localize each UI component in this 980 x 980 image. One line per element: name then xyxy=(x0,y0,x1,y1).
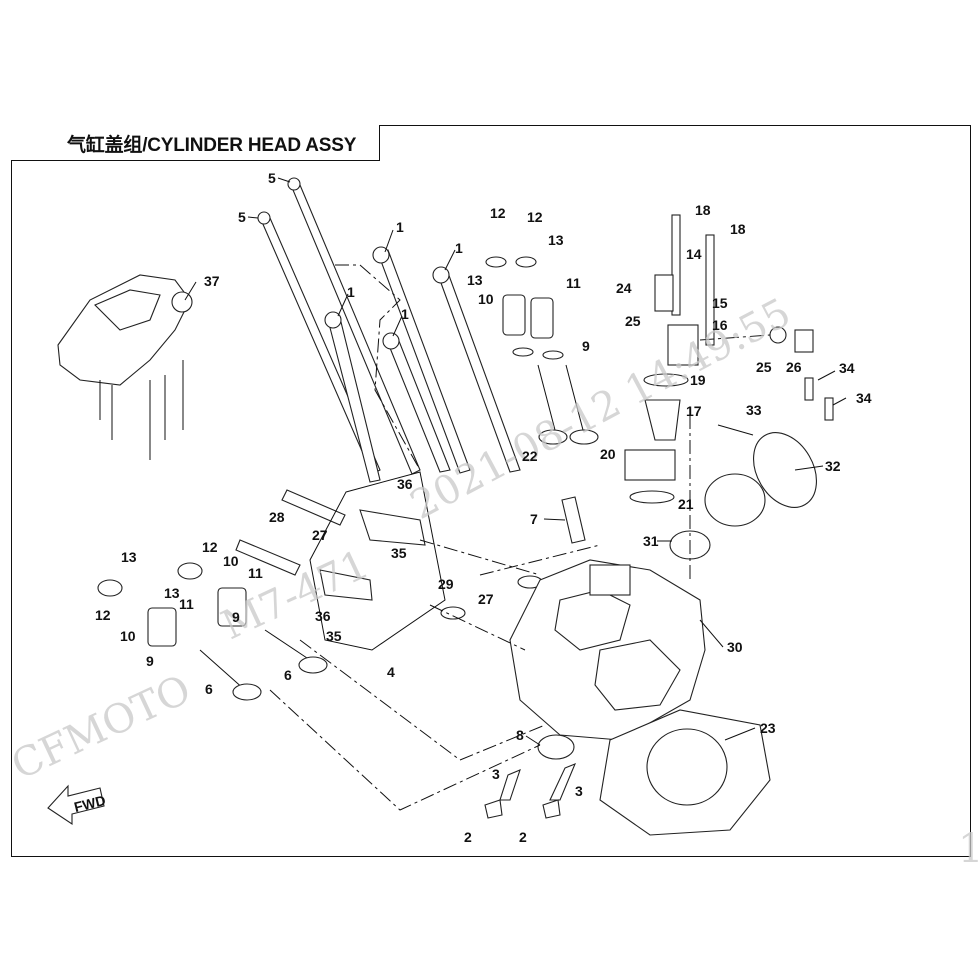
callout-16: 16 xyxy=(712,317,728,333)
fwd-label: FWD xyxy=(72,792,107,815)
callout-10: 10 xyxy=(223,553,239,569)
callout-9: 9 xyxy=(146,653,154,669)
callout-6: 6 xyxy=(284,667,292,683)
callout-30: 30 xyxy=(727,639,743,655)
callout-18: 18 xyxy=(730,221,746,237)
callout-28: 28 xyxy=(269,509,285,525)
callout-11: 11 xyxy=(566,275,581,291)
callout-9: 9 xyxy=(232,609,240,625)
callout-26: 26 xyxy=(786,359,802,375)
watermark-corner: 1 xyxy=(958,826,980,872)
fwd-arrow: FWD xyxy=(47,784,107,826)
callout-4: 4 xyxy=(387,664,395,680)
callout-13: 13 xyxy=(467,272,483,288)
lower-valve-train xyxy=(97,562,328,701)
spark-plug xyxy=(561,496,586,544)
rocker-assemblies xyxy=(235,471,543,651)
callout-12: 12 xyxy=(95,607,111,623)
callout-8: 8 xyxy=(516,727,524,743)
callout-2: 2 xyxy=(519,829,527,845)
callout-1: 1 xyxy=(455,240,463,256)
callout-15: 15 xyxy=(712,295,728,311)
callout-20: 20 xyxy=(600,446,616,462)
callout-25: 25 xyxy=(625,313,641,329)
callout-13: 13 xyxy=(164,585,180,601)
callout-21: 21 xyxy=(678,496,694,512)
callout-12: 12 xyxy=(490,205,506,221)
callout-10: 10 xyxy=(120,628,136,644)
callout-24: 24 xyxy=(616,280,632,296)
callout-13: 13 xyxy=(121,549,137,565)
diagram-frame xyxy=(11,125,971,857)
callout-12: 12 xyxy=(527,209,543,225)
callout-19: 19 xyxy=(690,372,706,388)
cylinder-head-body xyxy=(509,559,706,741)
callout-33: 33 xyxy=(746,402,762,418)
callout-27: 27 xyxy=(478,591,494,607)
callout-1: 1 xyxy=(347,284,355,300)
callout-3: 3 xyxy=(492,766,500,782)
callout-18: 18 xyxy=(695,202,711,218)
intake-assembly xyxy=(669,326,834,560)
callout-13: 13 xyxy=(548,232,564,248)
head-bolts xyxy=(257,177,521,483)
assembly-lines xyxy=(269,264,771,811)
callout-11: 11 xyxy=(248,565,263,581)
callout-6: 6 xyxy=(205,681,213,697)
callout-35: 35 xyxy=(326,628,342,644)
head-gasket xyxy=(599,709,771,836)
callout-14: 14 xyxy=(686,246,702,262)
studs-nuts xyxy=(484,734,577,819)
callout-9: 9 xyxy=(582,338,590,354)
callout-10: 10 xyxy=(478,291,494,307)
callout-22: 22 xyxy=(522,448,538,464)
callout-17: 17 xyxy=(686,403,702,419)
callout-12: 12 xyxy=(202,539,218,555)
diagram-title: 气缸盖组/CYLINDER HEAD ASSY xyxy=(67,135,357,156)
callout-35: 35 xyxy=(391,545,407,561)
callout-23: 23 xyxy=(760,720,776,736)
thermostat-stack xyxy=(624,214,715,504)
assembled-head-thumbnail xyxy=(57,274,193,460)
callout-32: 32 xyxy=(825,458,841,474)
callout-34: 34 xyxy=(839,360,855,376)
leader-lines xyxy=(184,177,847,746)
callout-36: 36 xyxy=(315,608,331,624)
callout-27: 27 xyxy=(312,527,328,543)
callout-25: 25 xyxy=(756,359,772,375)
upper-valve-train xyxy=(485,256,599,445)
callout-31: 31 xyxy=(643,533,659,549)
callout-7: 7 xyxy=(530,511,538,527)
callout-1: 1 xyxy=(401,306,409,322)
watermark-brand: CFMOTO xyxy=(5,666,198,789)
callout-1: 1 xyxy=(396,219,404,235)
callout-11: 11 xyxy=(179,596,194,612)
callout-34: 34 xyxy=(856,390,872,406)
watermarks: CFMOTO M7-471 2021-08-12 14:49:55 1 xyxy=(5,290,980,872)
callout-37: 37 xyxy=(204,273,220,289)
callouts: 1 1 1 1 2 2 3 3 4 5 5 6 6 7 8 9 9 9 10 1… xyxy=(95,170,872,845)
callout-36: 36 xyxy=(397,476,413,492)
callout-3: 3 xyxy=(575,783,583,799)
title-box xyxy=(11,125,380,161)
callout-5: 5 xyxy=(238,209,246,225)
callout-5: 5 xyxy=(268,170,276,186)
callout-29: 29 xyxy=(438,576,454,592)
callout-2: 2 xyxy=(464,829,472,845)
